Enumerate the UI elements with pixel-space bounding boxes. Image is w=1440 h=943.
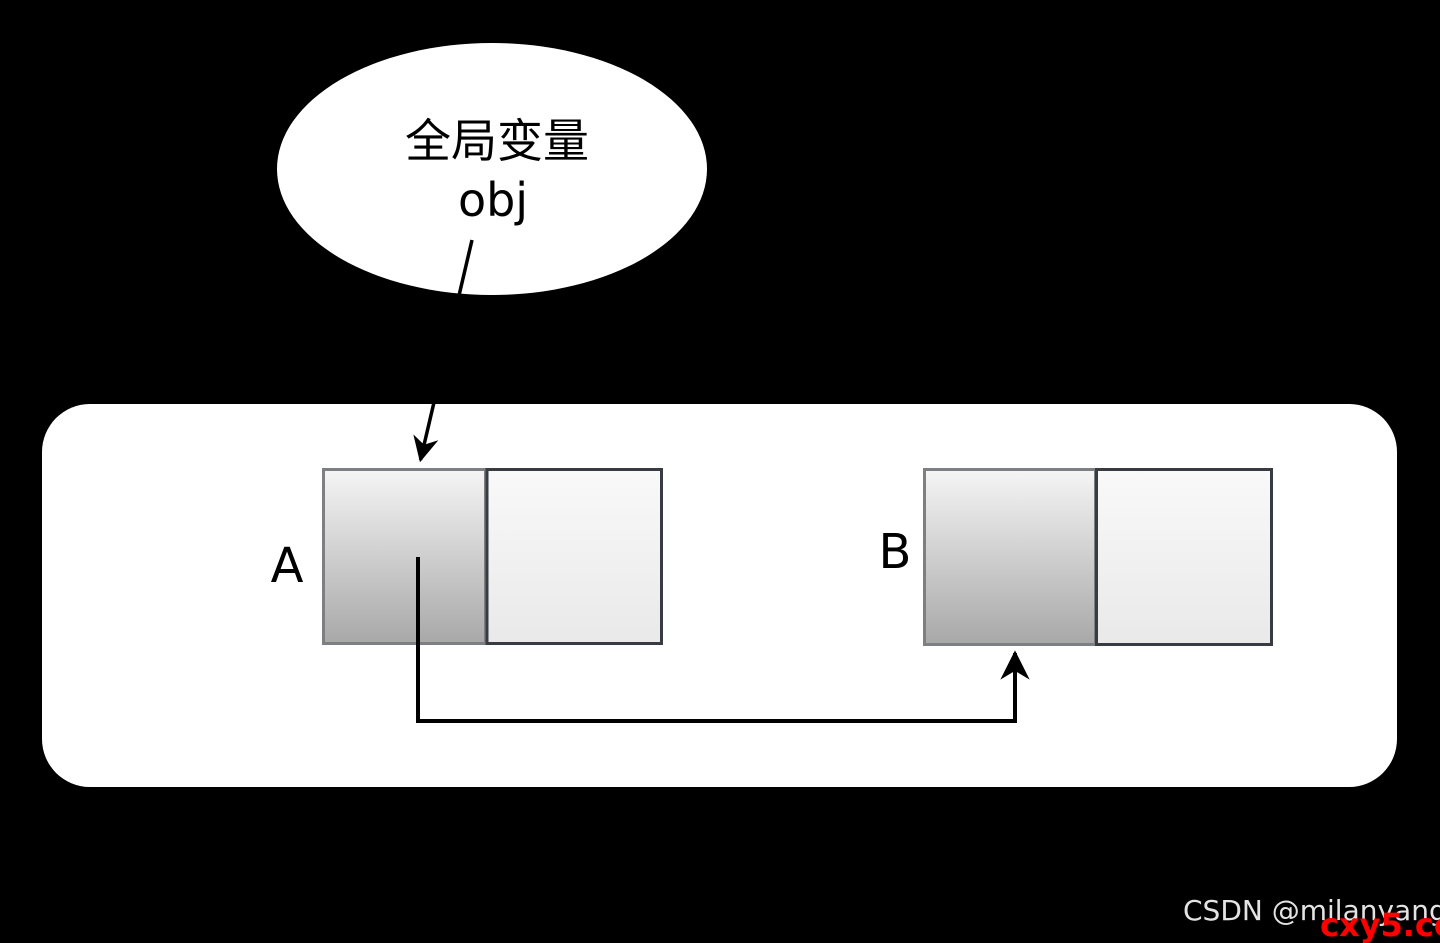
box-a-pointer-cell <box>322 468 487 645</box>
global-variable-name: obj <box>458 173 528 227</box>
global-variable-ellipse <box>277 43 707 295</box>
ellipse-to-box-a-arrow <box>413 239 474 463</box>
global-variable-label: 全局变量 <box>405 114 589 168</box>
box-a-to-box-b-arrow <box>416 557 1030 723</box>
box-a-label: A <box>271 538 304 594</box>
site-watermark: cxy5.com <box>1320 906 1440 943</box>
box-b-label: B <box>879 524 912 580</box>
csdn-watermark: CSDN @milanyangbo <box>1183 894 1440 927</box>
box-b-value-cell <box>1095 468 1273 646</box>
box-b-pointer-cell <box>923 468 1097 646</box>
box-a-value-cell <box>485 468 663 645</box>
